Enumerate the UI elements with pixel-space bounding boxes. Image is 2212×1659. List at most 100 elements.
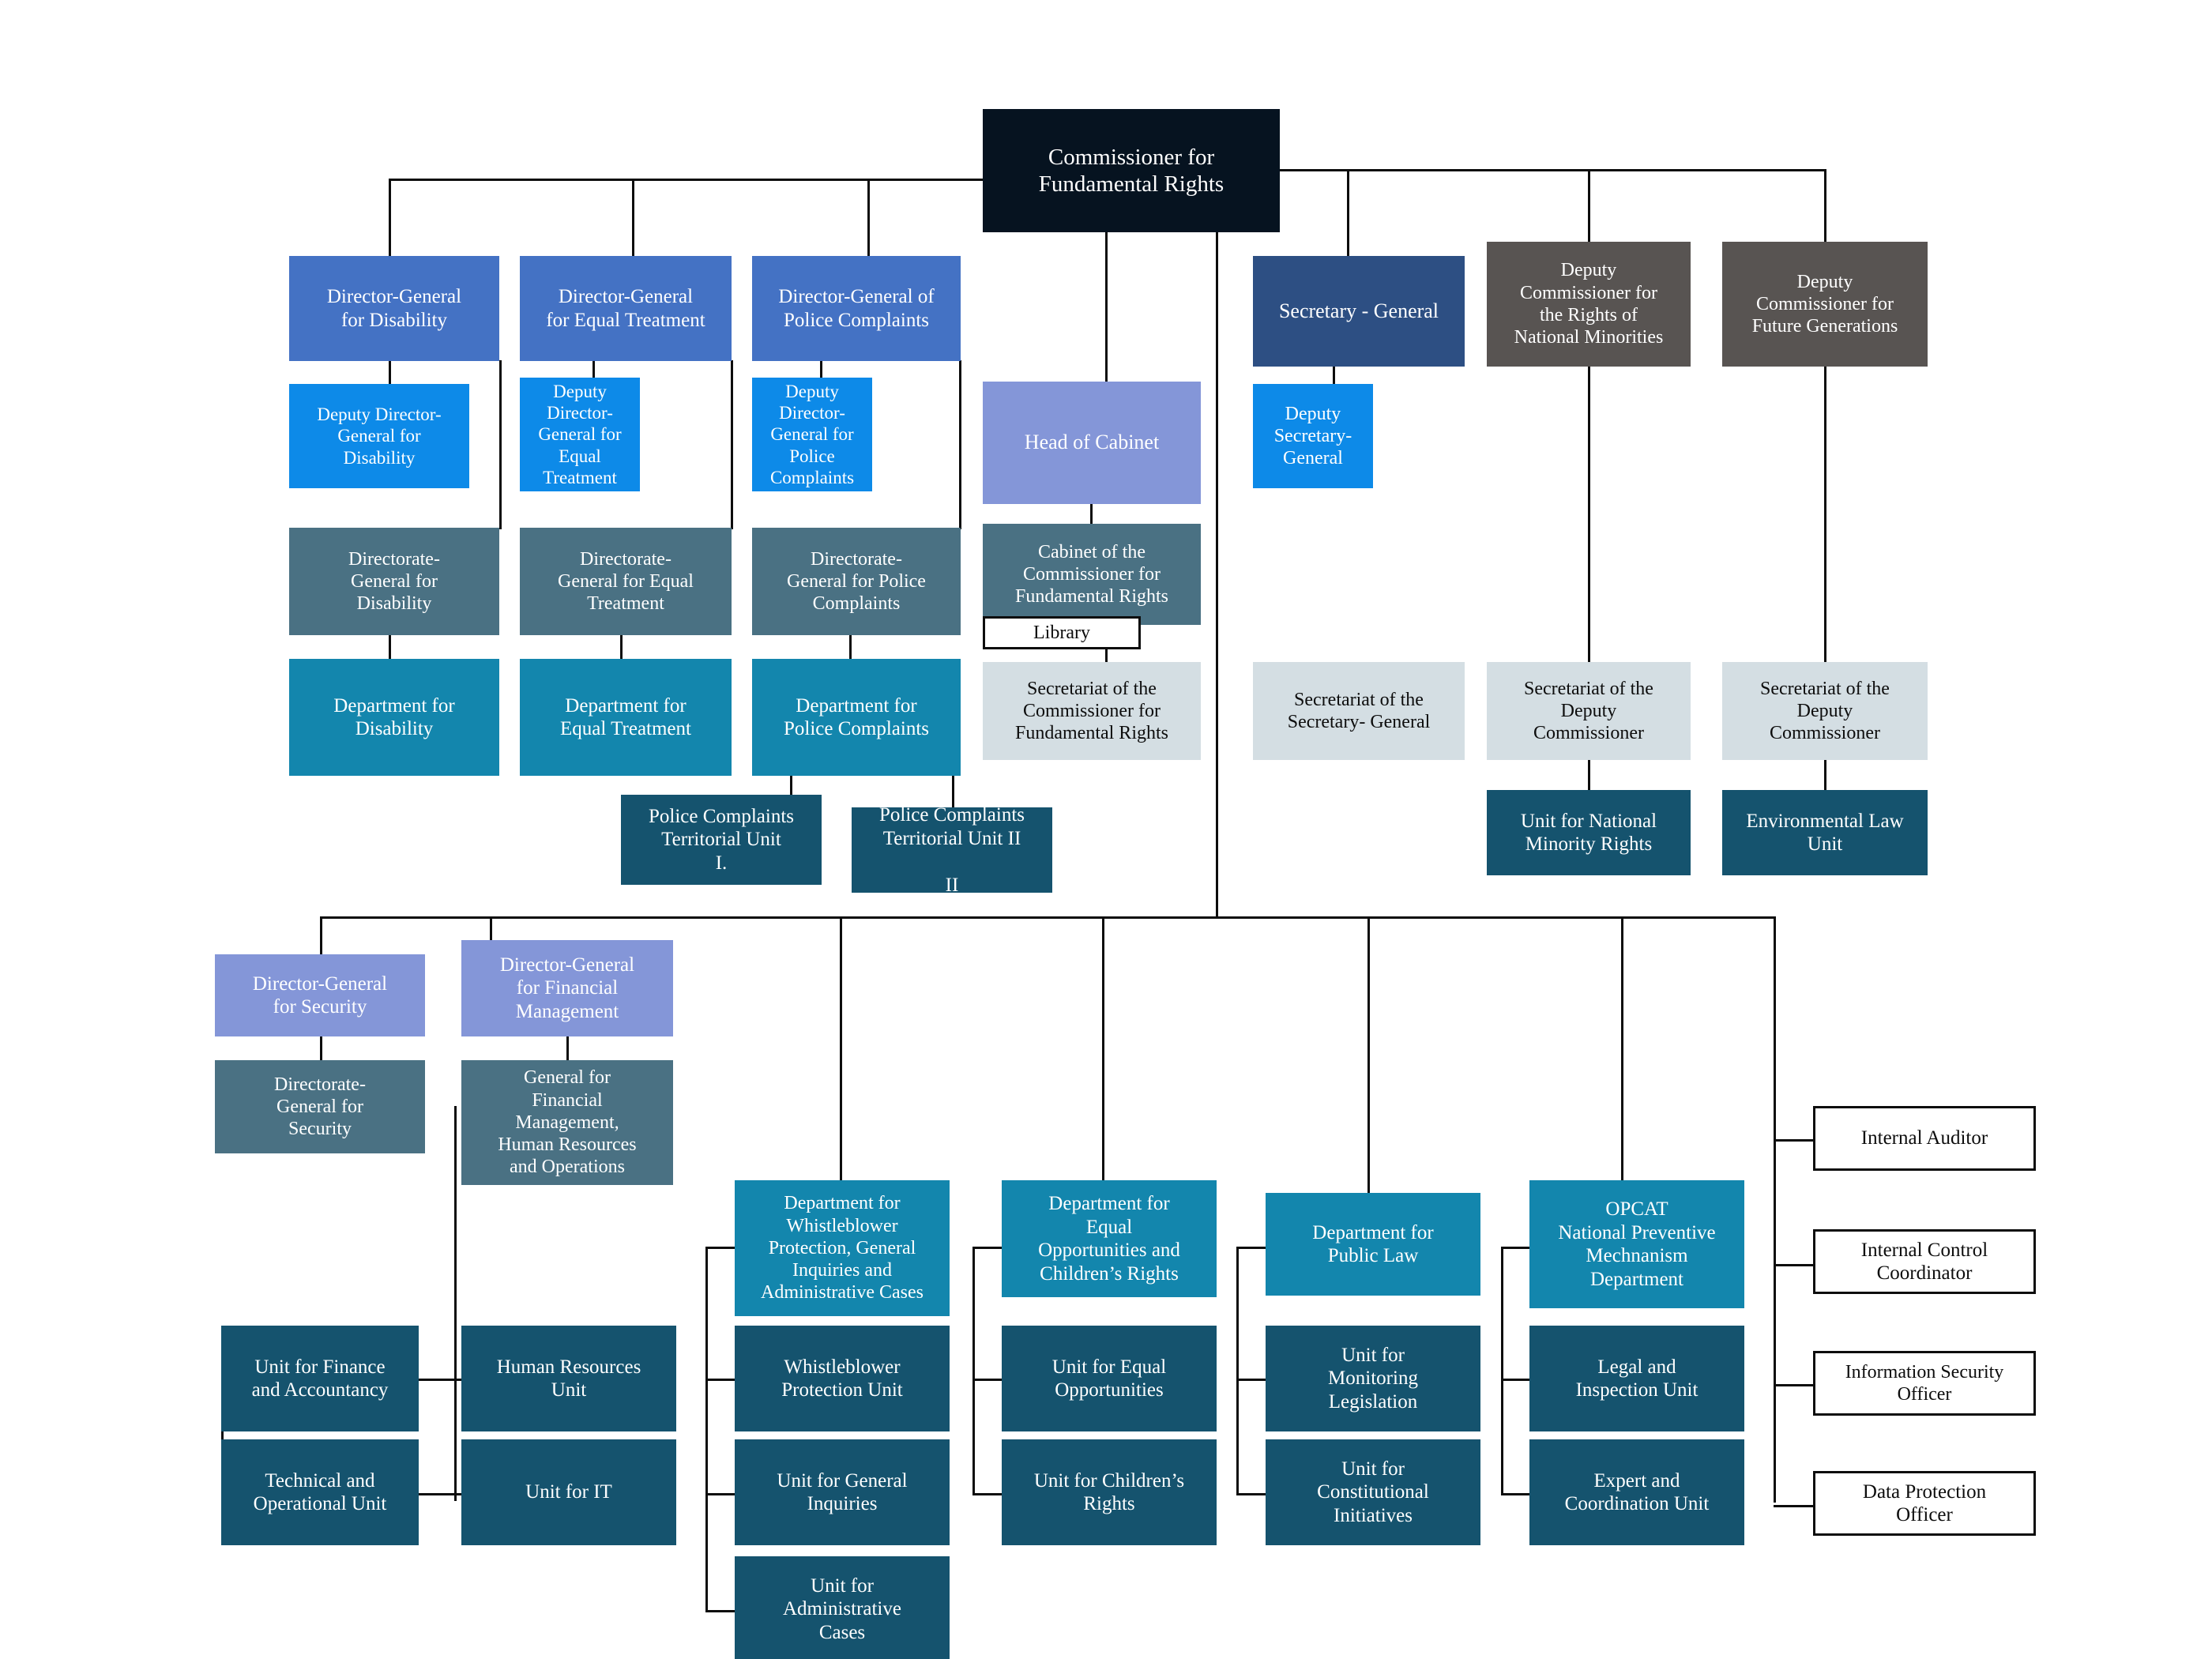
node-deputy-commissioner-minorities[interactable]: Deputy Commissioner for the Rights of Na… bbox=[1487, 242, 1691, 367]
node-cabinet-of-commissioner[interactable]: Cabinet of the Commissioner for Fundamen… bbox=[983, 524, 1201, 625]
node-dg-disability[interactable]: Director-General for Disability bbox=[289, 256, 499, 361]
connector-sg-secretariat bbox=[1216, 360, 1218, 660]
connector-publiclaw-spine bbox=[1236, 1247, 1239, 1493]
node-ddg-police-complaints[interactable]: Deputy Director- General for Police Comp… bbox=[752, 378, 872, 491]
connector-branch-eo-unit bbox=[972, 1379, 1004, 1381]
node-internal-control-coordinator[interactable]: Internal Control Coordinator bbox=[1813, 1229, 2036, 1294]
node-unit-finance-accountancy[interactable]: Unit for Finance and Accountancy bbox=[221, 1326, 419, 1431]
connector-drop-deputy-minorities bbox=[1588, 169, 1590, 256]
node-dg-equal-treatment[interactable]: Director-General for Equal Treatment bbox=[520, 256, 732, 361]
connector-drop-dg-police bbox=[867, 179, 870, 256]
node-general-financial-management[interactable]: General for Financial Management, Human … bbox=[461, 1060, 673, 1185]
node-secretariat-secretary-general[interactable]: Secretariat of the Secretary- General bbox=[1253, 662, 1465, 760]
connector-police-column bbox=[959, 360, 961, 529]
node-police-complaints-territorial-unit-2[interactable]: Police Complaints Territorial Unit II II bbox=[852, 804, 1052, 896]
node-head-of-cabinet[interactable]: Head of Cabinet bbox=[983, 382, 1201, 504]
connector-financial-spine bbox=[454, 1106, 457, 1501]
node-department-equal-opportunities[interactable]: Department for Equal Opportunities and C… bbox=[1002, 1180, 1217, 1297]
connector-dg-disability-deputy bbox=[389, 360, 391, 384]
node-directorate-general-security[interactable]: Directorate- General for Security bbox=[215, 1060, 425, 1153]
node-data-protection-officer[interactable]: Data Protection Officer bbox=[1813, 1471, 2036, 1536]
connector-secretariat-environment-unit bbox=[1824, 760, 1826, 790]
connector-cabinet-head bbox=[1090, 502, 1093, 525]
connector-drop-dg-equal bbox=[632, 179, 634, 256]
node-directorate-general-disability[interactable]: Directorate- General for Disability bbox=[289, 528, 499, 635]
node-internal-auditor[interactable]: Internal Auditor bbox=[1813, 1106, 2036, 1171]
node-ddg-disability[interactable]: Deputy Director- General for Disability bbox=[289, 384, 469, 488]
node-unit-monitoring-legislation[interactable]: Unit for Monitoring Legislation bbox=[1266, 1326, 1480, 1431]
node-police-complaints-territorial-unit-1[interactable]: Police Complaints Territorial Unit I. bbox=[621, 795, 822, 885]
node-legal-inspection-unit[interactable]: Legal and Inspection Unit bbox=[1529, 1326, 1744, 1431]
connector-dg-police-deputy bbox=[820, 360, 822, 384]
node-unit-childrens-rights[interactable]: Unit for Children’s Rights bbox=[1002, 1439, 1217, 1545]
node-ddg-equal-treatment[interactable]: Deputy Director- General for Equal Treat… bbox=[520, 378, 640, 491]
connector-financial-dirgen bbox=[566, 1035, 569, 1060]
connector-branch-administrative bbox=[705, 1610, 737, 1612]
connector-deputy-future-secretariat bbox=[1824, 367, 1826, 662]
connector-drop-dg-financial bbox=[490, 916, 492, 954]
connector-root-to-cabinet bbox=[1105, 231, 1108, 382]
connector-drop-dept-public-law bbox=[1367, 916, 1370, 1193]
node-secretariat-deputy-commissioner-1[interactable]: Secretariat of the Deputy Commissioner bbox=[1487, 662, 1691, 760]
connector-branch-data-protection bbox=[1774, 1505, 1813, 1507]
node-dg-security[interactable]: Director-General for Security bbox=[215, 954, 425, 1036]
connector-opcat-spine bbox=[1501, 1247, 1503, 1493]
connector-top-bus-right bbox=[1273, 169, 1826, 171]
node-unit-national-minority-rights[interactable]: Unit for National Minority Rights bbox=[1487, 790, 1691, 875]
node-commissioner-fundamental-rights[interactable]: Commissioner for Fundamental Rights bbox=[983, 109, 1280, 232]
node-dg-financial-management[interactable]: Director-General for Financial Managemen… bbox=[461, 940, 673, 1036]
connector-drop-dept-whistleblower bbox=[840, 916, 842, 1193]
node-technical-operational-unit[interactable]: Technical and Operational Unit bbox=[221, 1439, 419, 1545]
connector-branch-expert-coordination bbox=[1501, 1493, 1533, 1495]
connector-drop-dg-disability bbox=[389, 179, 391, 256]
connector-disability-column bbox=[499, 360, 502, 529]
connector-branch-opcat-dept bbox=[1501, 1247, 1533, 1249]
connector-branch-wb-dept bbox=[705, 1247, 737, 1249]
node-expert-coordination-unit[interactable]: Expert and Coordination Unit bbox=[1529, 1439, 1744, 1545]
node-environmental-law-unit[interactable]: Environmental Law Unit bbox=[1722, 790, 1928, 875]
node-secretariat-deputy-commissioner-2[interactable]: Secretariat of the Deputy Commissioner bbox=[1722, 662, 1928, 760]
node-department-disability[interactable]: Department for Disability bbox=[289, 659, 499, 776]
connector-right-spine bbox=[1774, 916, 1776, 1503]
connector-deputy-minorities-secretariat bbox=[1588, 367, 1590, 662]
node-secretariat-commissioner[interactable]: Secretariat of the Commissioner for Fund… bbox=[983, 662, 1201, 760]
connector-territorial-1 bbox=[790, 774, 792, 795]
node-unit-for-it[interactable]: Unit for IT bbox=[461, 1439, 676, 1545]
connector-branch-childrens-rights bbox=[972, 1493, 1004, 1495]
node-department-opcat[interactable]: OPCAT National Preventive Mechnanism Dep… bbox=[1529, 1180, 1744, 1308]
connector-branch-pl-dept bbox=[1236, 1247, 1268, 1249]
node-deputy-commissioner-future[interactable]: Deputy Commissioner for Future Generatio… bbox=[1722, 242, 1928, 367]
node-deputy-secretary-general[interactable]: Deputy Secretary- General bbox=[1253, 384, 1373, 488]
connector-equalopp-spine bbox=[972, 1247, 975, 1493]
node-secretary-general[interactable]: Secretary - General bbox=[1253, 256, 1465, 367]
connector-dirgen-dept-police bbox=[849, 634, 852, 659]
node-human-resources-unit[interactable]: Human Resources Unit bbox=[461, 1326, 676, 1431]
node-information-security-officer[interactable]: Information Security Officer bbox=[1813, 1351, 2036, 1416]
connector-drop-deputy-future bbox=[1824, 169, 1826, 256]
connector-territorial-2 bbox=[952, 774, 954, 807]
connector-branch-general-inquiries bbox=[705, 1493, 737, 1495]
node-unit-administrative-cases[interactable]: Unit for Administrative Cases bbox=[735, 1556, 950, 1659]
connector-dg-equal-deputy bbox=[592, 360, 595, 384]
node-department-equal-treatment[interactable]: Department for Equal Treatment bbox=[520, 659, 732, 776]
connector-equal-column bbox=[731, 360, 733, 529]
node-unit-equal-opportunities[interactable]: Unit for Equal Opportunities bbox=[1002, 1326, 1217, 1431]
node-department-police-complaints[interactable]: Department for Police Complaints bbox=[752, 659, 961, 776]
node-unit-general-inquiries[interactable]: Unit for General Inquiries bbox=[735, 1439, 950, 1545]
connector-drop-secretary-general bbox=[1347, 169, 1349, 256]
connector-branch-internal-control bbox=[1774, 1264, 1813, 1266]
node-department-whistleblower[interactable]: Department for Whistleblower Protection,… bbox=[735, 1180, 950, 1316]
node-dg-police-complaints[interactable]: Director-General of Police Complaints bbox=[752, 256, 961, 361]
node-directorate-general-police-complaints[interactable]: Directorate- General for Police Complain… bbox=[752, 528, 961, 635]
node-unit-constitutional-initiatives[interactable]: Unit for Constitutional Initiatives bbox=[1266, 1439, 1480, 1545]
connector-dirgen-dept-equal bbox=[620, 634, 623, 659]
connector-branch-internal-auditor bbox=[1774, 1139, 1813, 1142]
node-whistleblower-protection-unit[interactable]: Whistleblower Protection Unit bbox=[735, 1326, 950, 1431]
node-directorate-general-equal-treatment[interactable]: Directorate- General for Equal Treatment bbox=[520, 528, 732, 635]
node-library[interactable]: Library bbox=[983, 616, 1141, 649]
connector-left-unit-spine bbox=[221, 1379, 224, 1495]
connector-security-dirgen bbox=[320, 1035, 322, 1060]
node-department-public-law[interactable]: Department for Public Law bbox=[1266, 1193, 1480, 1296]
connector-branch-constitutional bbox=[1236, 1493, 1268, 1495]
